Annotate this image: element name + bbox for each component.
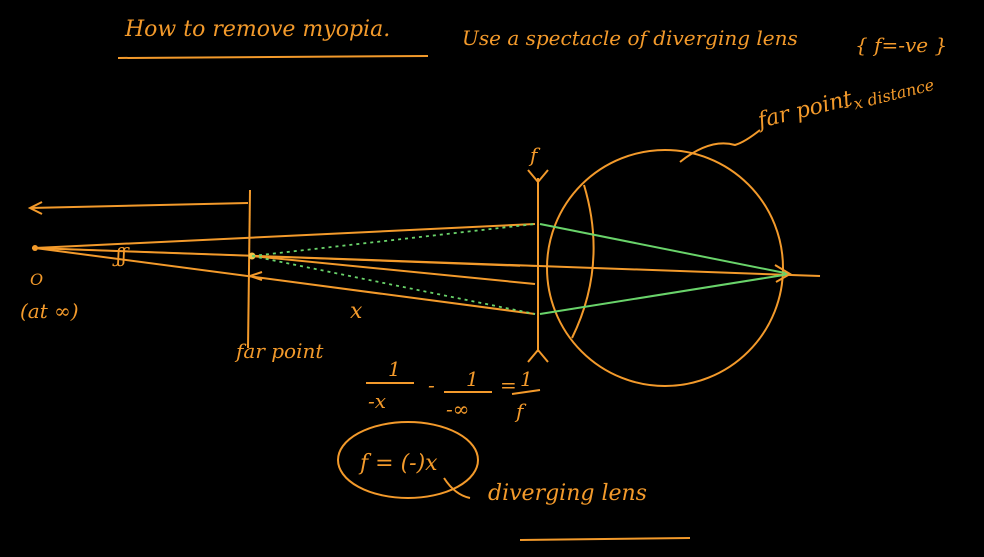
result-circle (337, 421, 479, 499)
eq-minus: - (428, 373, 435, 397)
object-o-label: O (30, 270, 43, 289)
refracted-ray-upper (539, 223, 791, 275)
title-underline (117, 55, 429, 59)
virtual-ray-lower (251, 255, 536, 315)
ray-lower-incoming (34, 247, 536, 315)
eq-num3: 1 (520, 367, 533, 391)
eq-den2: -∞ (446, 397, 469, 421)
retina-arrow-head (774, 264, 792, 283)
object-infinity-label: (at ∞) (20, 299, 79, 323)
result-pointer (443, 477, 471, 499)
eq-bar3 (511, 389, 541, 395)
eq-equals: = (500, 373, 517, 397)
left-arrow-head (27, 201, 43, 215)
x-arrow-head (246, 271, 263, 281)
eq-num2: 1 (466, 367, 479, 391)
eq-den3: f (514, 399, 527, 423)
diverging-underline (519, 537, 691, 541)
farpoint-vertical (247, 189, 251, 349)
eq-num1: 1 (388, 357, 401, 381)
title-heading: How to remove myopia. (124, 17, 390, 42)
eye-lens (571, 184, 595, 339)
eq-den1: -x (368, 389, 386, 413)
ray-farpoint-lower (251, 255, 536, 285)
left-arrow-line (29, 202, 249, 209)
x-label: x (350, 299, 363, 324)
title-focal-sign: { f=-ve } (855, 33, 947, 57)
virtual-ray-upper (251, 223, 536, 257)
distance-note: - x distance (841, 75, 936, 116)
eq-result: f = (-)x (358, 451, 438, 476)
f-label: f (528, 143, 541, 167)
lens-top-arrow (527, 169, 549, 184)
ray-farpoint-axis (251, 255, 521, 267)
diverging-note: diverging lens (488, 481, 647, 506)
parallel-mark: ʃʃ (112, 243, 130, 267)
farpoint-top-label: far point (753, 86, 854, 134)
lens-bottom-arrow (527, 348, 549, 363)
eyeball (546, 149, 784, 387)
farpoint-label: far point (234, 339, 324, 363)
refracted-ray-lower (539, 273, 791, 315)
note-arrow (679, 129, 761, 163)
ray-upper-incoming (34, 223, 536, 249)
title-remedy: Use a spectacle of diverging lens (462, 26, 798, 50)
